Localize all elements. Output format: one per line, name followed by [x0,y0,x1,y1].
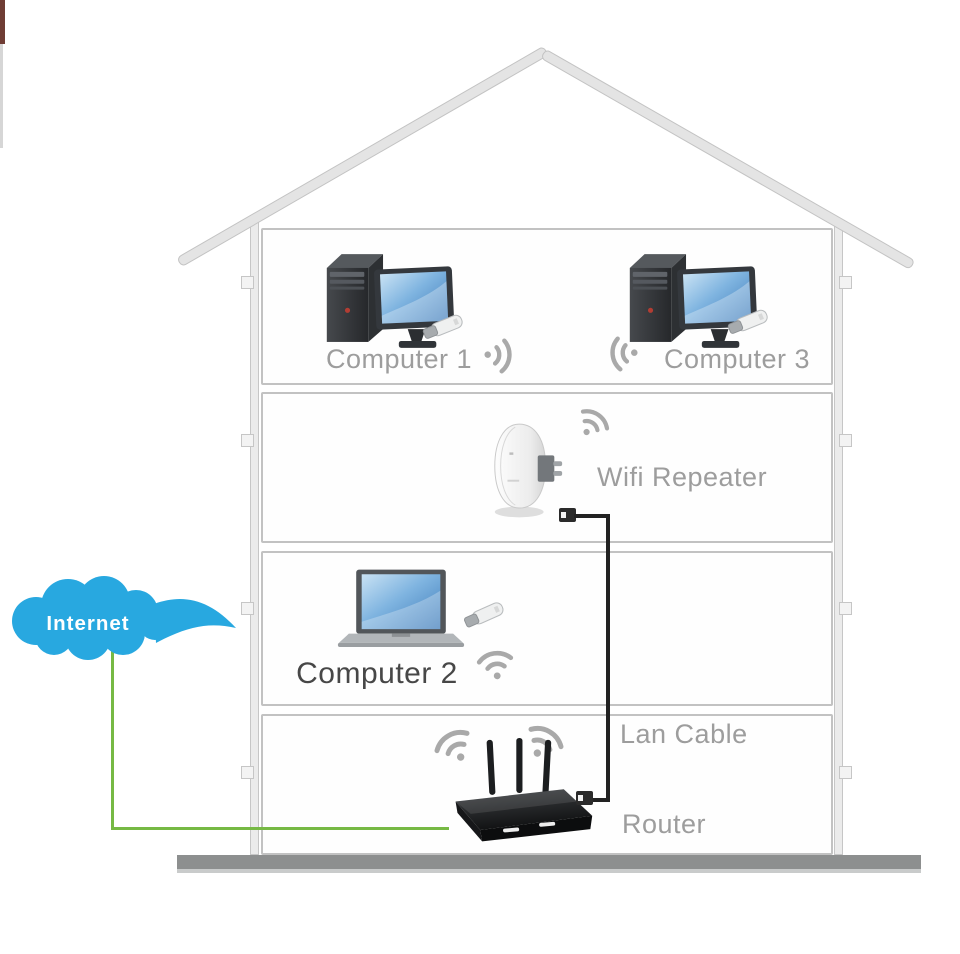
right-wall-notch [839,602,852,615]
internet-cloud: Internet [6,576,242,673]
left-wall-notch [241,602,254,615]
lan-cable-top-horizontal [574,514,610,518]
lan-cable-vertical [606,514,610,802]
left-wall-notch [241,766,254,779]
lan-cable-label: Lan Cable [620,719,748,749]
lan-connector-icon [559,508,576,522]
edge-artifact-light [0,44,3,148]
router-label: Router [622,809,707,839]
desktop-computer-icon [629,254,758,348]
wifi-repeater-icon [494,423,563,518]
ground-slab-edge [177,869,921,873]
lan-cable-bottom-horizontal [592,798,610,802]
computer3-label: Computer 3 [664,344,811,374]
right-wall-notch [839,434,852,447]
right-wall-notch [839,276,852,289]
left-wall-notch [241,434,254,447]
computer2-label: Computer 2 [296,657,458,690]
internet-cable-horizontal [111,827,449,830]
lan-connector-icon [576,791,593,805]
computer1-label: Computer 1 [325,344,473,374]
wifi-signal-icon [478,331,528,381]
ground-slab [177,855,921,869]
wifi-signal-icon [468,633,522,687]
internet-cable-vertical [111,645,114,830]
left-wall-notch [241,276,254,289]
house-left-wall [250,218,259,855]
right-wall-notch [839,766,852,779]
laptop-icon [337,569,465,647]
edge-artifact-dark [0,0,5,44]
cloud-icon: Internet [12,576,236,660]
internet-label: Internet [46,612,129,635]
house-right-wall [834,222,843,855]
wifi-repeater-label: Wifi Repeater [597,462,768,492]
